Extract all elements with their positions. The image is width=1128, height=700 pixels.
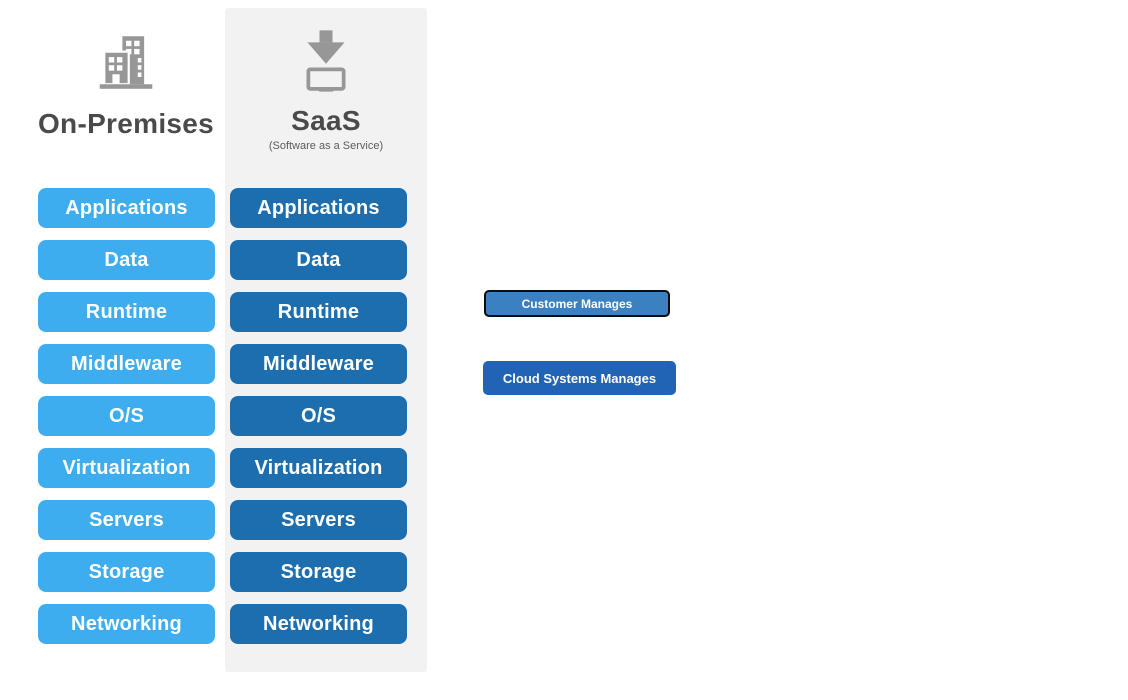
legend-customer-manages: Customer Manages	[484, 290, 670, 317]
saas-subtitle: (Software as a Service)	[268, 140, 384, 152]
on-premises-header: On-Premises	[20, 36, 232, 140]
download-to-device-icon	[306, 30, 346, 92]
layer-box-applications: Applications	[38, 188, 215, 228]
building-icon	[99, 36, 153, 89]
on-premises-title: On-Premises	[37, 108, 215, 139]
layer-box-storage: Storage	[230, 552, 407, 592]
legend-cloud-systems-manages: Cloud Systems Manages	[483, 361, 676, 395]
layer-box-data: Data	[38, 240, 215, 280]
layer-box-runtime: Runtime	[38, 292, 215, 332]
layer-box-o-s: O/S	[230, 396, 407, 436]
layer-box-runtime: Runtime	[230, 292, 407, 332]
layer-box-networking: Networking	[38, 604, 215, 644]
saas-title: SaaS	[291, 105, 361, 136]
layer-box-servers: Servers	[38, 500, 215, 540]
layer-box-virtualization: Virtualization	[230, 448, 407, 488]
layer-box-storage: Storage	[38, 552, 215, 592]
layer-box-networking: Networking	[230, 604, 407, 644]
layer-box-servers: Servers	[230, 500, 407, 540]
saas-header: SaaS (Software as a Service)	[225, 30, 427, 152]
layer-box-o-s: O/S	[38, 396, 215, 436]
layer-box-virtualization: Virtualization	[38, 448, 215, 488]
layer-box-middleware: Middleware	[38, 344, 215, 384]
layer-box-applications: Applications	[230, 188, 407, 228]
layer-box-data: Data	[230, 240, 407, 280]
layer-box-middleware: Middleware	[230, 344, 407, 384]
